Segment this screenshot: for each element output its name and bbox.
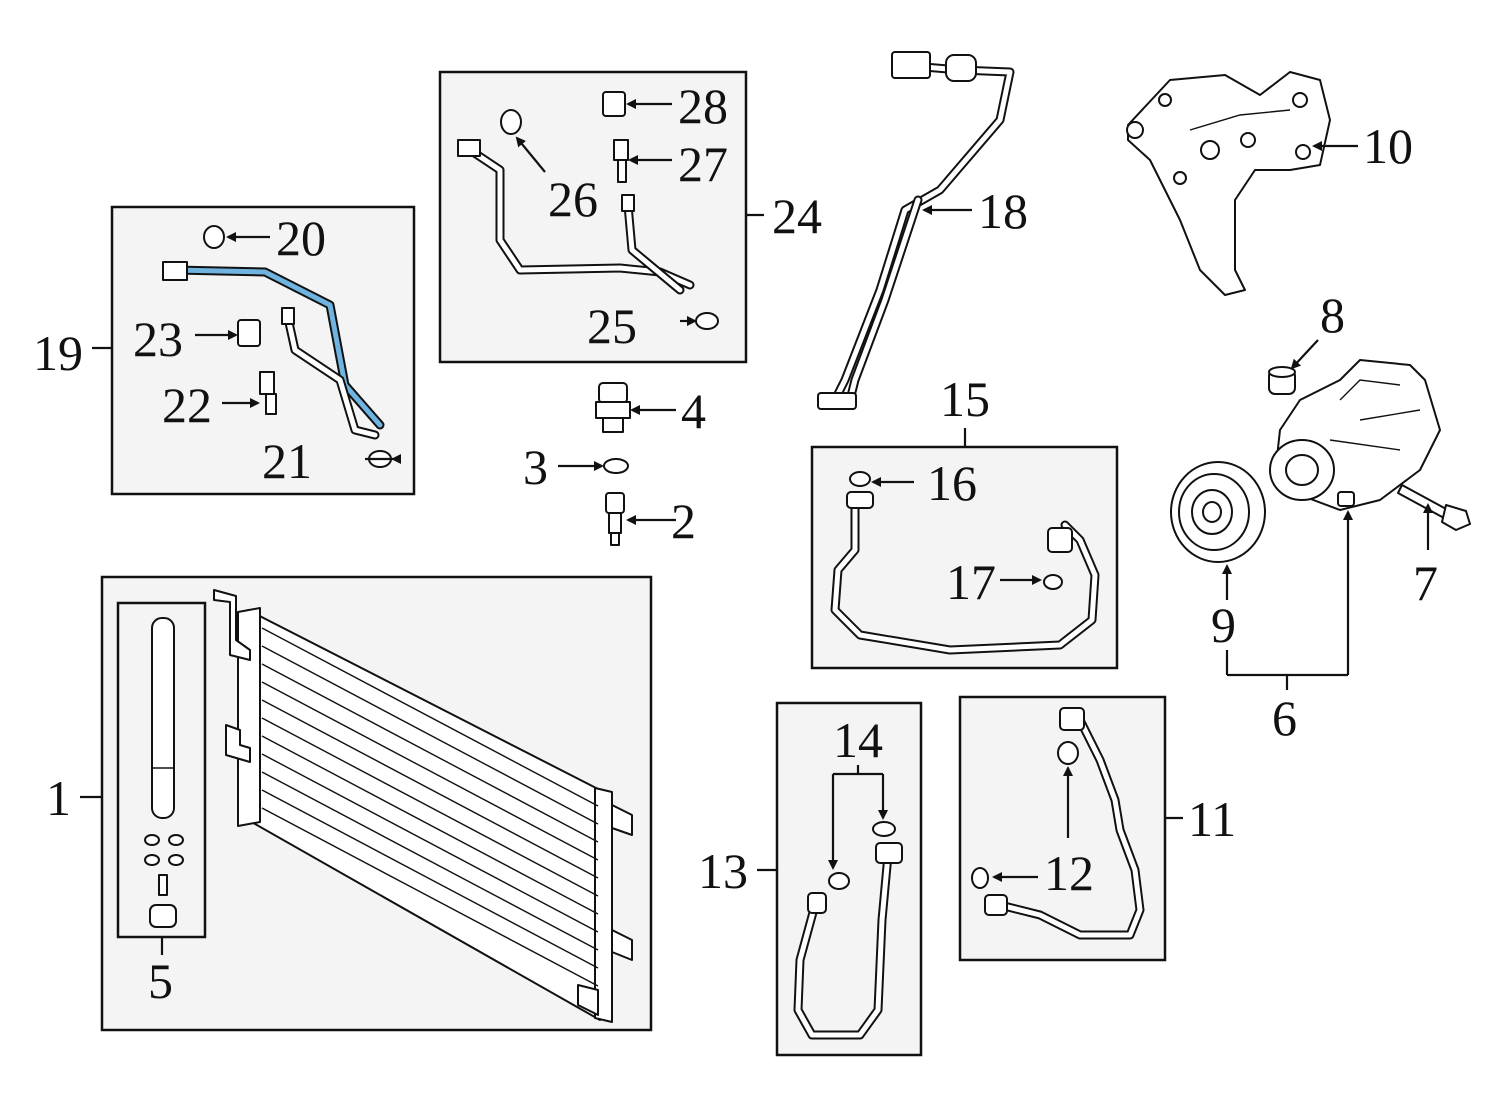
hose-15[interactable] xyxy=(830,491,1100,655)
callout-28: 28 xyxy=(678,78,728,134)
box-11 xyxy=(958,695,1167,962)
callout-15: 15 xyxy=(940,371,990,427)
callout-20: 20 xyxy=(276,210,326,266)
callout-16: 16 xyxy=(927,455,977,511)
oring-12b-icon xyxy=(971,867,989,889)
sensor-27-icon xyxy=(613,139,629,183)
sensor-22-icon xyxy=(259,371,277,415)
hose-24[interactable] xyxy=(457,139,695,295)
callout-2: 2 xyxy=(671,493,696,549)
callout-1: 1 xyxy=(46,770,71,826)
callout-17: 17 xyxy=(946,554,996,610)
leader-lines xyxy=(80,99,1433,955)
callout-4: 4 xyxy=(681,383,706,439)
box-24 xyxy=(438,70,748,364)
pulley-9[interactable] xyxy=(1170,461,1266,563)
switch-4-icon xyxy=(595,382,631,433)
callout-6: 6 xyxy=(1272,690,1297,746)
callout-9: 9 xyxy=(1211,597,1236,653)
hose-11[interactable] xyxy=(984,707,1145,940)
callout-14: 14 xyxy=(833,712,883,768)
callout-10: 10 xyxy=(1363,118,1413,174)
fitting-28-icon xyxy=(602,91,626,117)
oring-25-icon xyxy=(695,312,719,330)
callout-7: 7 xyxy=(1413,555,1438,611)
callout-27: 27 xyxy=(678,136,728,192)
bushing-8-icon xyxy=(1268,366,1296,395)
callout-21: 21 xyxy=(262,433,312,489)
callout-24: 24 xyxy=(772,188,822,244)
callout-23: 23 xyxy=(133,311,183,367)
oring-14a-icon xyxy=(828,872,850,890)
oring-12a-icon xyxy=(1057,741,1079,765)
fitting-23-icon xyxy=(237,319,261,347)
compressor-6[interactable] xyxy=(1269,359,1441,511)
callout-18: 18 xyxy=(978,183,1028,239)
callout-26: 26 xyxy=(548,171,598,227)
oring-17-icon xyxy=(1043,574,1063,590)
drier-5[interactable] xyxy=(144,617,184,928)
hose-19-highlighted[interactable] xyxy=(162,261,385,440)
callout-12: 12 xyxy=(1044,845,1094,901)
valve-2-icon xyxy=(605,492,625,546)
bolt-7-icon xyxy=(1397,484,1471,531)
callout-5: 5 xyxy=(148,953,173,1009)
callout-13: 13 xyxy=(698,843,748,899)
oring-16-icon xyxy=(849,471,871,487)
callout-19: 19 xyxy=(33,325,83,381)
condenser-1[interactable] xyxy=(213,589,633,1023)
hose-18[interactable] xyxy=(817,51,1015,410)
callout-3: 3 xyxy=(523,439,548,495)
callout-22: 22 xyxy=(162,377,212,433)
callout-11: 11 xyxy=(1188,791,1236,847)
oring-26-icon xyxy=(500,109,522,135)
callout-25: 25 xyxy=(587,298,637,354)
oring-20-icon xyxy=(203,225,225,249)
hose-13[interactable] xyxy=(793,842,903,1040)
bracket-10[interactable] xyxy=(1126,71,1331,296)
oring-14b-icon xyxy=(872,821,896,837)
callout-8: 8 xyxy=(1320,287,1345,343)
oring-3-icon xyxy=(603,458,629,474)
box-19 xyxy=(110,205,416,496)
